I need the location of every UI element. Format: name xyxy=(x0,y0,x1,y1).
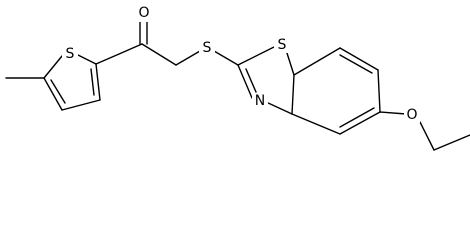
bond xyxy=(291,74,295,115)
bond xyxy=(95,63,101,101)
bond xyxy=(291,113,341,135)
ether-oxygen-label: O xyxy=(406,107,417,123)
label-background xyxy=(199,40,215,56)
bond xyxy=(213,50,239,66)
bond xyxy=(293,47,341,76)
ketone-linker xyxy=(95,21,239,66)
ethoxy-group xyxy=(379,111,470,151)
bond xyxy=(379,111,407,115)
bond xyxy=(61,99,101,111)
molecule-canvas: O S S S N O xyxy=(5,5,470,151)
bond xyxy=(50,79,66,104)
bond xyxy=(339,54,373,74)
bond xyxy=(237,64,253,99)
methylthiophene-ring xyxy=(5,53,101,111)
bond xyxy=(433,134,470,151)
label-background xyxy=(404,107,420,123)
label-background xyxy=(252,93,268,109)
bond xyxy=(43,55,63,79)
bond xyxy=(43,77,63,111)
thioether-sulfur-label: S xyxy=(203,40,212,56)
bond xyxy=(95,43,143,65)
bond xyxy=(75,53,97,65)
bond xyxy=(377,69,381,113)
label-background xyxy=(274,37,290,53)
molecule-structure: O S S S N O xyxy=(5,5,470,151)
thiophene-sulfur-label: S xyxy=(66,46,75,62)
benzothiazole-ring xyxy=(237,45,381,135)
bond xyxy=(339,107,375,128)
bond xyxy=(339,111,381,135)
bond xyxy=(339,47,379,71)
bond xyxy=(245,68,257,93)
bond xyxy=(90,68,95,96)
atom-labels: O S S S N O xyxy=(62,5,420,123)
benzothiazole-sulfur-label: S xyxy=(278,37,287,53)
bond xyxy=(141,43,177,66)
bond xyxy=(175,50,201,66)
benzothiazole-nitrogen-label: N xyxy=(255,93,265,109)
bond xyxy=(265,101,293,115)
bond xyxy=(285,49,295,76)
bond xyxy=(419,121,435,151)
carbonyl-oxygen-label: O xyxy=(138,5,149,21)
label-background xyxy=(62,46,78,62)
label-background xyxy=(136,6,152,22)
bond xyxy=(237,45,277,66)
